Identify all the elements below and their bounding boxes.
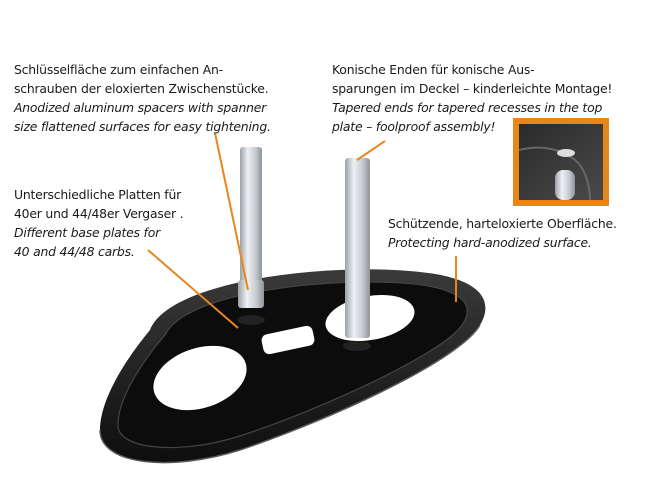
caption-de: 40er und 44/48er Vergaser . [14,206,184,221]
callout-hard-anodized: Schützende, harteloxierte Oberfläche. Pr… [388,214,617,252]
caption-de: Schlüsselfläche zum einfachen An- [14,62,223,77]
caption-de: sparungen im Deckel – kinderleichte Mont… [332,81,613,96]
callout-tapered-ends: Konische Enden für konische Aus- sparung… [332,60,612,136]
caption-de: Konische Enden für konische Aus- [332,62,535,77]
caption-de: Unterschiedliche Platten für [14,187,182,202]
spacer-pin-left [237,147,265,325]
caption-en: Tapered ends for tapered recesses in the… [332,100,603,115]
tapered-end-detail-inset [513,118,609,206]
base-plate [99,269,486,464]
caption-en: plate – foolproof assembly! [332,119,496,134]
caption-de: Schützende, harteloxierte Oberfläche. [388,216,617,231]
callout-spanner-surfaces: Schlüsselfläche zum einfachen An- schrau… [14,60,271,136]
caption-en: Anodized aluminum spacers with spanner [14,100,267,115]
spacer-pin-right [343,158,371,351]
caption-en: 40 and 44/48 carbs. [14,244,135,259]
caption-en: size flattened surfaces for easy tighten… [14,119,271,134]
caption-de: schrauben der eloxierten Zwischenstücke. [14,81,269,96]
leader-lines [147,132,457,329]
callout-base-plates: Unterschiedliche Platten für 40er und 44… [14,185,184,261]
caption-en: Protecting hard-anodized surface. [388,235,592,250]
caption-en: Different base plates for [14,225,160,240]
